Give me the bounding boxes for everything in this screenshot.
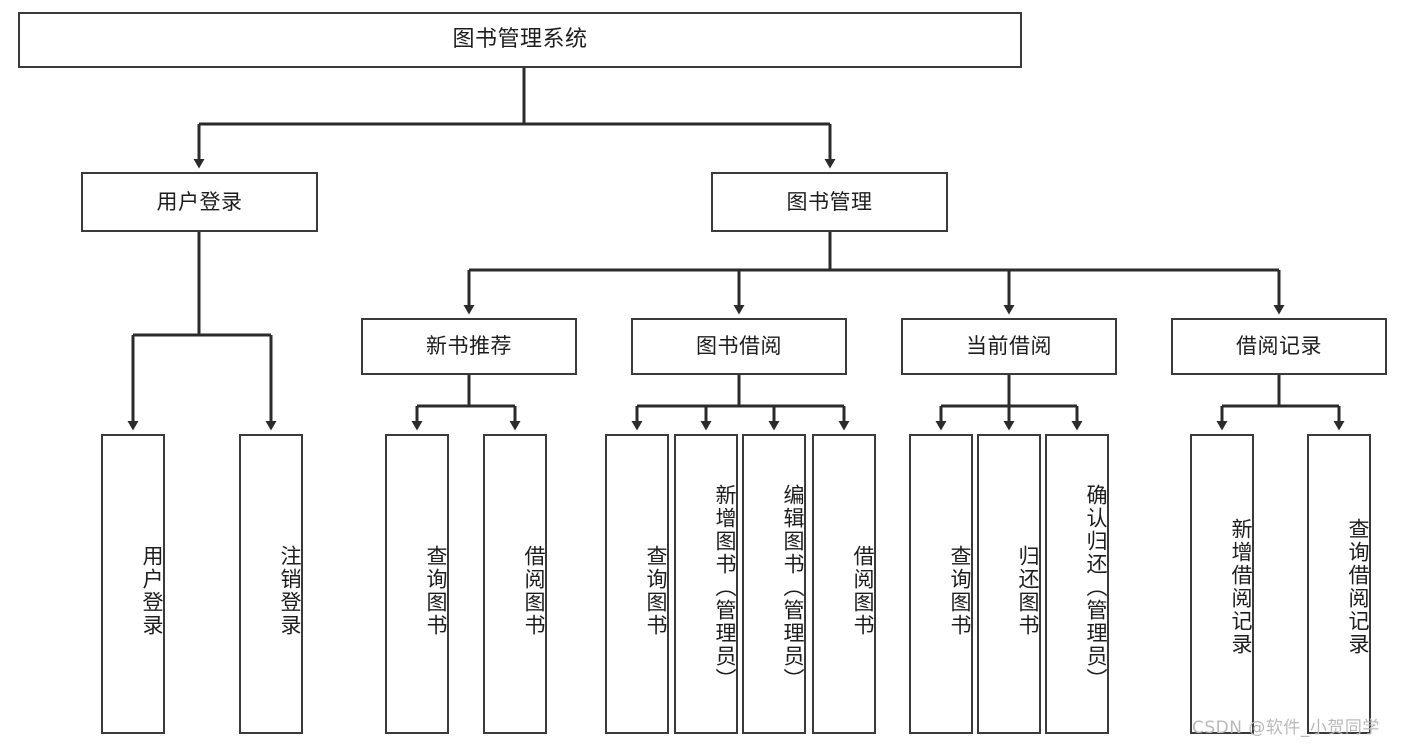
node-borrow-record[interactable]: 借阅记录 xyxy=(1171,318,1387,375)
node-user-login-label: 用户登录 xyxy=(156,189,243,214)
leaf-query-book-1[interactable]: 查询图书 xyxy=(385,434,449,734)
node-borrow-record-label: 借阅记录 xyxy=(1236,334,1322,358)
leaf-borrow-book-1[interactable]: 借阅图书 xyxy=(483,434,547,734)
leaf-edit-book[interactable]: 编辑图书（管理员） xyxy=(742,434,806,734)
leaf-query-book-1-label: 查询图书 xyxy=(424,545,448,637)
leaf-add-record-label: 新增借阅记录 xyxy=(1229,518,1253,656)
node-user-login[interactable]: 用户登录 xyxy=(81,172,318,232)
node-book-manage[interactable]: 图书管理 xyxy=(711,172,948,232)
node-root[interactable]: 图书管理系统 xyxy=(18,12,1022,68)
leaf-user-login[interactable]: 用户登录 xyxy=(101,434,165,734)
leaf-add-book-label: 新增图书（管理员） xyxy=(713,483,737,691)
node-root-label: 图书管理系统 xyxy=(452,27,588,52)
node-current-borrow-label: 当前借阅 xyxy=(966,334,1052,358)
leaf-logout-login[interactable]: 注销登录 xyxy=(239,434,303,734)
node-current-borrow[interactable]: 当前借阅 xyxy=(901,318,1117,375)
leaf-logout-login-label: 注销登录 xyxy=(278,545,302,637)
node-new-book-recommend-label: 新书推荐 xyxy=(426,334,512,358)
leaf-confirm-return[interactable]: 确认归还（管理员） xyxy=(1045,434,1109,734)
leaf-borrow-book-2[interactable]: 借阅图书 xyxy=(812,434,876,734)
node-book-borrow[interactable]: 图书借阅 xyxy=(631,318,847,375)
leaf-query-record[interactable]: 查询借阅记录 xyxy=(1307,434,1371,734)
leaf-confirm-return-label: 确认归还（管理员） xyxy=(1084,483,1108,691)
leaf-return-book-label: 归还图书 xyxy=(1016,545,1040,637)
leaf-edit-book-label: 编辑图书（管理员） xyxy=(781,483,805,691)
leaf-borrow-book-2-label: 借阅图书 xyxy=(851,545,875,637)
node-book-borrow-label: 图书借阅 xyxy=(696,334,782,358)
leaf-query-book-2-label: 查询图书 xyxy=(644,545,668,637)
leaf-borrow-book-1-label: 借阅图书 xyxy=(522,545,546,637)
leaf-query-book-2[interactable]: 查询图书 xyxy=(605,434,669,734)
leaf-return-book[interactable]: 归还图书 xyxy=(977,434,1041,734)
leaf-query-record-label: 查询借阅记录 xyxy=(1346,518,1370,656)
node-book-manage-label: 图书管理 xyxy=(786,189,873,214)
leaf-add-record[interactable]: 新增借阅记录 xyxy=(1190,434,1254,734)
leaf-add-book[interactable]: 新增图书（管理员） xyxy=(674,434,738,734)
csdn-watermark: CSDN @软件_小贺同学 xyxy=(1192,718,1380,738)
leaf-query-book-3[interactable]: 查询图书 xyxy=(909,434,973,734)
node-new-book-recommend[interactable]: 新书推荐 xyxy=(361,318,577,375)
leaf-query-book-3-label: 查询图书 xyxy=(948,545,972,637)
leaf-user-login-label: 用户登录 xyxy=(140,545,164,637)
